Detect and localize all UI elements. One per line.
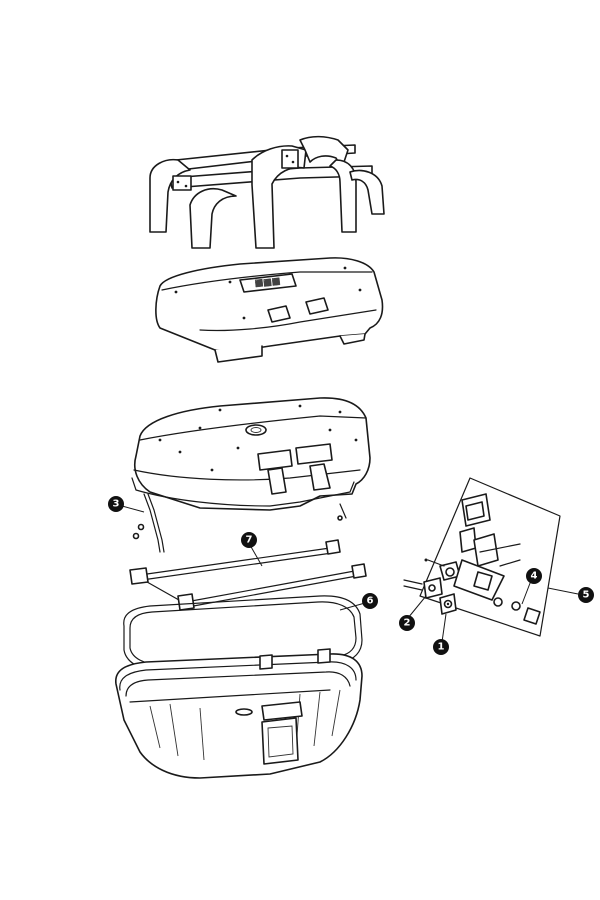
callout-3-label: 3 <box>113 499 120 510</box>
callout-1-label: 1 <box>438 642 445 653</box>
callout-1: 1 <box>433 639 449 655</box>
callout-4: 4 <box>526 568 542 584</box>
callout-6: 6 <box>362 593 378 609</box>
base-box <box>115 648 363 779</box>
callout-5-label: 5 <box>583 590 590 601</box>
leader-lines <box>121 505 579 643</box>
callout-7-label: 7 <box>246 535 253 546</box>
svg-text:⬛⬛⬛: ⬛⬛⬛ <box>254 277 281 289</box>
lid-cover: ⬛⬛⬛ <box>155 257 384 363</box>
top-rack-frame <box>149 135 385 249</box>
callout-5: 5 <box>578 587 594 603</box>
callout-7: 7 <box>241 532 257 548</box>
callout-4-label: 4 <box>531 571 538 582</box>
callout-3: 3 <box>108 496 124 512</box>
part-3-support-stay <box>132 493 347 553</box>
part-2-lock-cylinder <box>403 577 443 599</box>
part-5-lock-assembly <box>419 477 561 637</box>
lid-shell <box>131 397 371 511</box>
callout-6-label: 6 <box>367 596 374 607</box>
part-1-key-cylinder <box>439 593 457 615</box>
part-7-brackets <box>129 539 367 611</box>
callout-2: 2 <box>399 615 415 631</box>
callout-2-label: 2 <box>404 618 411 629</box>
